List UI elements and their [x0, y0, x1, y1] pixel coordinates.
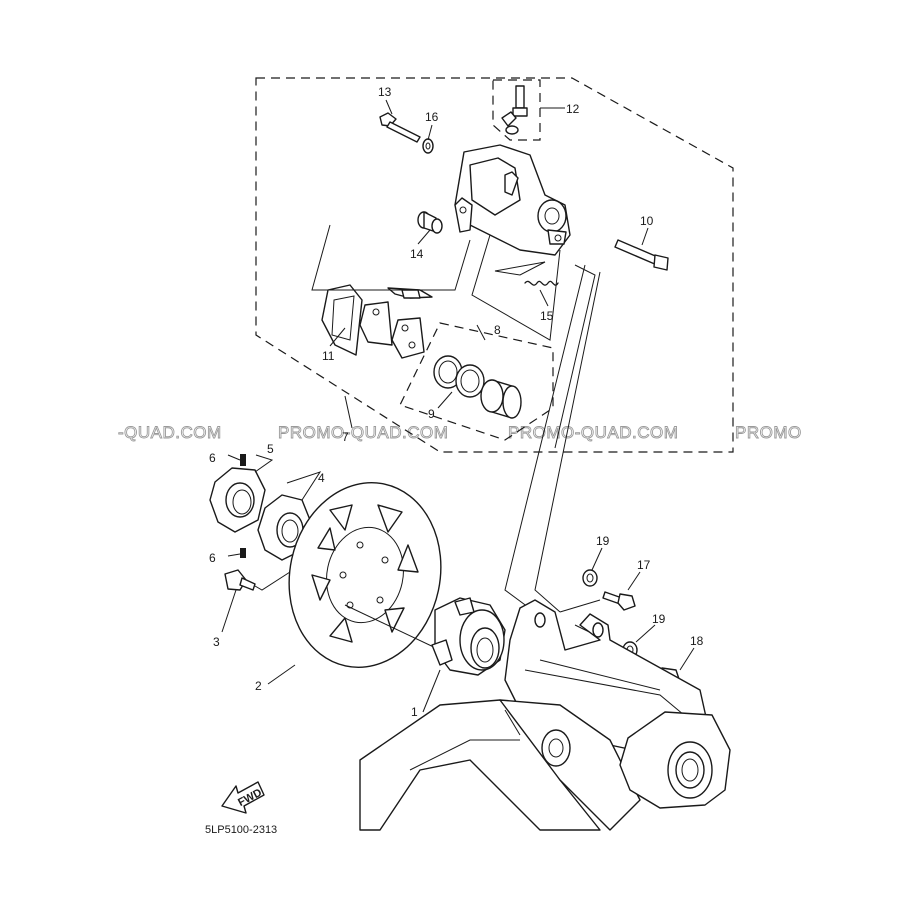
caliper-bolt-10: [614, 239, 669, 271]
fwd-arrow: FWD: [221, 781, 265, 814]
caliper-assembly-outline: [255, 77, 734, 453]
callout-17: 17: [637, 558, 651, 572]
callout-7: 7: [342, 430, 349, 444]
diagram-code: 5LP5100-2313: [205, 824, 277, 836]
callout-19-bottom: 19: [652, 612, 666, 626]
bolt-17: [602, 591, 636, 611]
watermark-text-3: PROMO-QUAD.COM: [508, 423, 678, 442]
callout-12: 12: [566, 102, 580, 116]
callout-8: 8: [494, 323, 501, 337]
cotter-pin-6a: [240, 454, 246, 466]
disc-bolt-leader: [254, 571, 291, 591]
disc-hub-leader: [344, 604, 441, 651]
brake-caliper: [454, 144, 571, 256]
callout-5: 5: [267, 442, 274, 456]
callout-10: 10: [640, 214, 654, 228]
callout-6-top: 6: [209, 451, 216, 465]
brake-disc-2: [288, 482, 442, 668]
callout-13: 13: [378, 85, 392, 99]
brake-pad-shim: [391, 317, 425, 359]
watermark-text-4: PROMO: [735, 423, 802, 442]
callout-leaders: [221, 99, 695, 713]
piston-seals-9: [433, 355, 485, 398]
caliper-piston: [480, 379, 522, 419]
bolt-leader-17: [559, 599, 601, 613]
callout-11: 11: [322, 349, 335, 363]
disc-bolt-3: [224, 569, 256, 591]
pad-spring-15: [494, 261, 559, 286]
watermark-text-2: PROMO-QUAD.COM: [278, 423, 448, 442]
callout-15: 15: [540, 309, 554, 323]
caliper-bolt-13: [379, 112, 434, 154]
bleed-screw: [501, 85, 528, 135]
mounting-leader-right: [534, 271, 601, 613]
watermark: -QUAD.COM PROMO-QUAD.COM PROMO-QUAD.COM …: [118, 423, 802, 443]
swingarm: [359, 699, 731, 831]
caliper-leader-3: [554, 264, 596, 449]
caliper-leader-1: [311, 224, 471, 291]
fwd-label: FWD: [236, 787, 264, 809]
caliper-pin-14: [417, 211, 443, 234]
wheel-hub-1: [431, 597, 506, 676]
callout-18: 18: [690, 634, 704, 648]
callout-14: 14: [410, 247, 424, 261]
callout-2: 2: [255, 679, 262, 693]
caliper-leader-2: [471, 234, 561, 341]
callout-9: 9: [428, 407, 435, 421]
brake-pad-middle: [359, 301, 393, 346]
axle-nut-5: [209, 467, 266, 533]
callout-3: 3: [213, 635, 220, 649]
callout-6-bottom: 6: [209, 551, 216, 565]
callout-4: 4: [318, 471, 325, 485]
piston-group-outline: [399, 322, 554, 441]
callout-19-top: 19: [596, 534, 610, 548]
callout-16: 16: [425, 110, 439, 124]
washer-19a: [582, 569, 598, 587]
callout-1: 1: [411, 705, 418, 719]
brake-pad-11: [321, 284, 363, 356]
mounting-leader-left: [504, 264, 586, 611]
cotter-pin-6b: [240, 548, 246, 558]
bleed-screw-group-outline: [492, 79, 541, 141]
watermark-text-1: -QUAD.COM: [118, 423, 222, 442]
